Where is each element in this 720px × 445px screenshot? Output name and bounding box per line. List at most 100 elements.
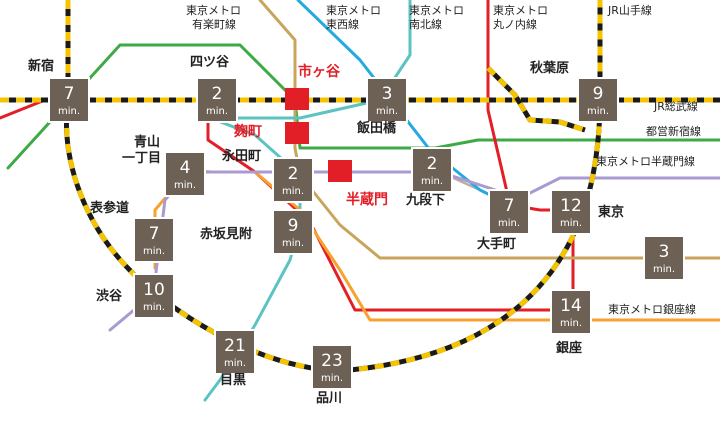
- time-badge-box: [643, 235, 685, 281]
- time-badge-unit: min.: [224, 358, 246, 369]
- time-badge-box: [272, 209, 314, 255]
- time-badge-minutes: 21: [224, 336, 246, 356]
- time-badge-unit: min.: [282, 186, 304, 197]
- label-iidabashi[interactable]: 飯田橋: [356, 120, 397, 136]
- label-kojimachi[interactable]: 麹町: [233, 123, 262, 140]
- time-badge-otemachi[interactable]: 7 min.: [488, 189, 530, 235]
- time-badge-box: [366, 77, 408, 123]
- time-badge-akasaka[interactable]: 9 min.: [272, 209, 314, 255]
- time-badge-box: [196, 77, 238, 123]
- time-badge-akihabara[interactable]: 9 min.: [577, 77, 619, 123]
- time-badge-minutes: 3: [382, 84, 393, 104]
- label-tozai-2: 東西線: [326, 17, 359, 31]
- time-badge-box: [550, 189, 592, 235]
- time-badge-shibuya[interactable]: 10 min.: [133, 273, 175, 319]
- label-shinagawa[interactable]: 品川: [316, 391, 342, 406]
- label-omotesando[interactable]: 表参道: [89, 200, 129, 216]
- label-meguro[interactable]: 目黒: [220, 372, 246, 388]
- time-badge-unit: min.: [143, 302, 165, 313]
- time-badge-box: [411, 147, 453, 193]
- label-marunouchi-1: 東京メトロ: [493, 3, 548, 17]
- time-badge-minutes: 9: [288, 216, 299, 236]
- time-badge-minutes: 23: [321, 351, 343, 371]
- station-marker-kojimachi[interactable]: [285, 122, 309, 144]
- time-badge-unit: min.: [421, 176, 443, 187]
- time-badge-minutes: 10: [143, 280, 165, 300]
- highlight-stations: [285, 88, 352, 182]
- time-badge-shinagawa[interactable]: 23 min.: [311, 344, 353, 390]
- label-akasaka-mitsuke[interactable]: 赤坂見附: [200, 226, 252, 242]
- label-hanzomon[interactable]: 半蔵門: [346, 191, 388, 208]
- label-namboku-1: 東京メトロ: [409, 3, 464, 17]
- label-namboku-2: 南北線: [409, 17, 442, 31]
- label-yurakucho-2: 有楽町線: [192, 17, 236, 31]
- label-nagatacho[interactable]: 永田町: [221, 148, 261, 164]
- label-aoyama-2[interactable]: 一丁目: [122, 151, 161, 166]
- label-toei-shinjuku: 都営新宿線: [646, 124, 701, 138]
- time-badge-meguro[interactable]: 21 min.: [214, 329, 256, 375]
- station-marker-hanzomon[interactable]: [328, 160, 352, 182]
- station-marker-ichigaya[interactable]: [285, 88, 309, 110]
- time-badge-box: [272, 157, 314, 203]
- time-badge-box: [311, 344, 353, 390]
- label-aoyama-1[interactable]: 青山: [134, 134, 160, 150]
- time-badge-minutes: 7: [504, 196, 515, 216]
- label-marunouchi-2: 丸ノ内線: [493, 17, 537, 31]
- station-labels: 新宿 四ツ谷 市ヶ谷 麹町 飯田橋 秋葉原 青山 一丁目 永田町 半蔵門 九段下…: [28, 54, 624, 406]
- time-badge-box: [488, 189, 530, 235]
- time-badge-box: [133, 217, 175, 263]
- time-badge-unit: min.: [498, 218, 520, 229]
- label-hanzomon-line: 東京メトロ半蔵門線: [596, 154, 695, 168]
- time-badge-box: [577, 77, 619, 123]
- label-otemachi[interactable]: 大手町: [477, 236, 516, 252]
- time-badge-kudanshita[interactable]: 2 min.: [411, 147, 453, 193]
- time-badge-tokyo[interactable]: 12 min.: [550, 189, 592, 235]
- time-badge-unit: min.: [376, 106, 398, 117]
- time-badge-unit: min.: [282, 238, 304, 249]
- time-badge-unit: min.: [143, 246, 165, 257]
- time-badge-ginza_east[interactable]: 3 min.: [643, 235, 685, 281]
- time-badges: 7min.2min.3min.9min.4min.2min.2min.7min.…: [48, 77, 685, 390]
- label-yamanote: JR山手線: [607, 3, 652, 17]
- time-badge-minutes: 9: [593, 84, 604, 104]
- label-shinjuku[interactable]: 新宿: [28, 58, 54, 74]
- time-badge-unit: min.: [174, 180, 196, 191]
- time-badge-unit: min.: [321, 373, 343, 384]
- time-badge-unit: min.: [560, 218, 582, 229]
- label-yurakucho-1: 東京メトロ: [186, 3, 241, 17]
- time-badge-box: [133, 273, 175, 319]
- time-badge-box: [214, 329, 256, 375]
- time-badge-minutes: 12: [560, 196, 582, 216]
- time-badge-unit: min.: [58, 106, 80, 117]
- time-badge-box: [48, 77, 90, 123]
- label-ginza-line: 東京メトロ銀座線: [608, 302, 696, 316]
- time-badge-shinjuku[interactable]: 7 min.: [48, 77, 90, 123]
- time-badge-unit: min.: [587, 106, 609, 117]
- time-badge-minutes: 2: [427, 154, 438, 174]
- label-shibuya[interactable]: 渋谷: [96, 288, 123, 304]
- time-badge-minutes: 7: [64, 84, 75, 104]
- line-labels: 東京メトロ 有楽町線 東京メトロ 東西線 東京メトロ 南北線 東京メトロ 丸ノ内…: [186, 3, 701, 316]
- label-yotsuya[interactable]: 四ツ谷: [190, 54, 230, 70]
- label-ichigaya[interactable]: 市ヶ谷: [298, 63, 341, 80]
- time-badge-minutes: 2: [212, 84, 223, 104]
- label-ginza[interactable]: 銀座: [556, 340, 582, 356]
- label-tokyo[interactable]: 東京: [598, 204, 624, 220]
- time-badge-iidabashi[interactable]: 3 min.: [366, 77, 408, 123]
- time-badge-box: [164, 151, 206, 197]
- time-badge-minutes: 2: [288, 164, 299, 184]
- label-sobu: JR総武線: [653, 99, 698, 113]
- label-kudanshita[interactable]: 九段下: [405, 192, 445, 208]
- label-akihabara[interactable]: 秋葉原: [530, 60, 569, 76]
- time-badge-box: [550, 289, 592, 335]
- time-badge-minutes: 3: [659, 242, 670, 262]
- time-badge-unit: min.: [560, 318, 582, 329]
- time-badge-nagatacho[interactable]: 2 min.: [272, 157, 314, 203]
- time-badge-unit: min.: [653, 264, 675, 275]
